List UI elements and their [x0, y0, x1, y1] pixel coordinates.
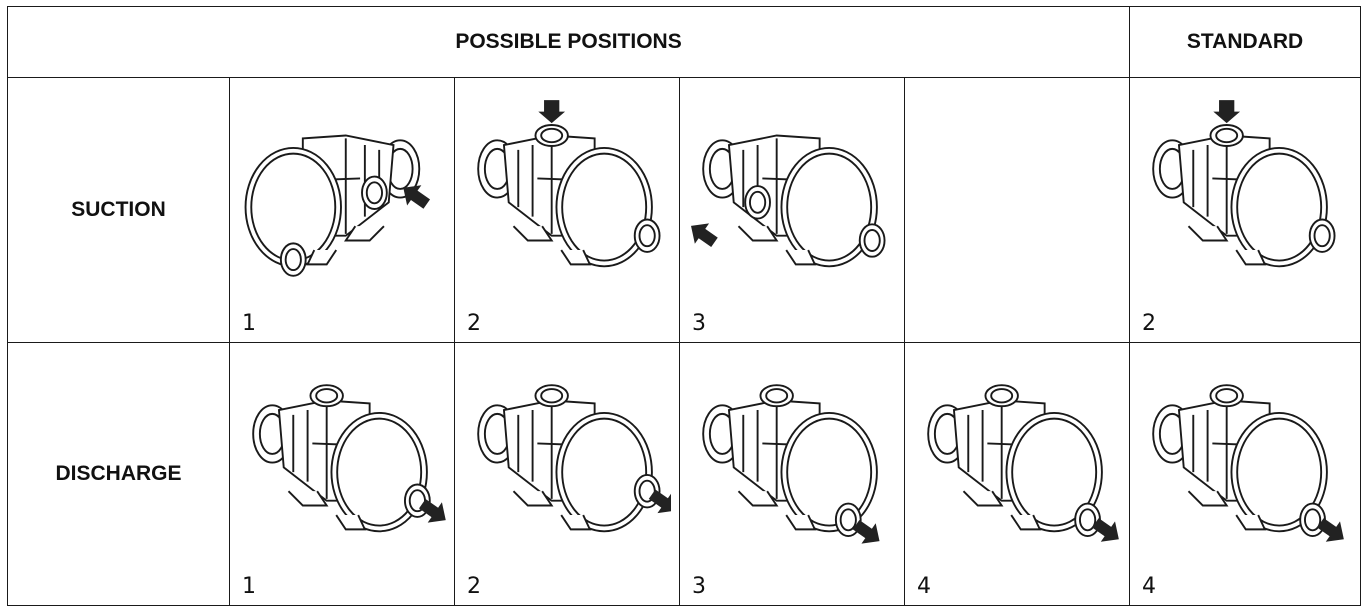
positions-table: POSSIBLE POSITIONS STANDARD SUCTION: [6, 6, 1362, 606]
header-row: POSSIBLE POSITIONS STANDARD: [6, 6, 1362, 78]
pump-illustration-icon: [1136, 88, 1346, 288]
pump-illustration-icon: [686, 88, 896, 288]
suction-standard-cell: 2: [1129, 77, 1362, 343]
suction-cell-3: 3: [679, 77, 905, 343]
position-number: 1: [242, 574, 256, 599]
discharge-standard-cell: 4: [1129, 342, 1362, 606]
positions-table-container: POSSIBLE POSITIONS STANDARD SUCTION: [6, 6, 1362, 606]
possible-positions-header: POSSIBLE POSITIONS: [6, 6, 1131, 78]
position-number: 3: [692, 574, 706, 599]
suction-cell-2: 2: [454, 77, 680, 343]
suction-cell-4-empty: [903, 77, 1131, 343]
position-number: 2: [1142, 311, 1157, 336]
position-number: 4: [917, 574, 931, 599]
standard-header: STANDARD: [1129, 6, 1362, 78]
discharge-label: DISCHARGE: [7, 342, 230, 606]
discharge-row: DISCHARGE 1: [7, 342, 1362, 606]
suction-row: SUCTION 1: [7, 77, 1362, 343]
pump-illustration-icon: [911, 353, 1121, 553]
pump-illustration-icon: [236, 353, 446, 553]
pump-illustration-icon: [236, 88, 446, 288]
pump-illustration-icon: [461, 88, 671, 288]
pump-illustration-icon: [686, 353, 896, 553]
suction-cell-1: 1: [229, 77, 455, 343]
pump-illustration-icon: [461, 353, 676, 553]
discharge-cell-2: 2: [454, 342, 680, 606]
pump-illustration-icon: [1136, 353, 1346, 553]
position-number: 3: [692, 311, 706, 336]
position-number: 4: [1142, 574, 1157, 599]
discharge-cell-3: 3: [679, 342, 905, 606]
position-number: 2: [467, 574, 481, 599]
position-number: 2: [467, 311, 481, 336]
discharge-cell-1: 1: [229, 342, 455, 606]
discharge-cell-4: 4: [903, 342, 1131, 606]
suction-label: SUCTION: [7, 77, 230, 343]
position-number: 1: [242, 311, 256, 336]
